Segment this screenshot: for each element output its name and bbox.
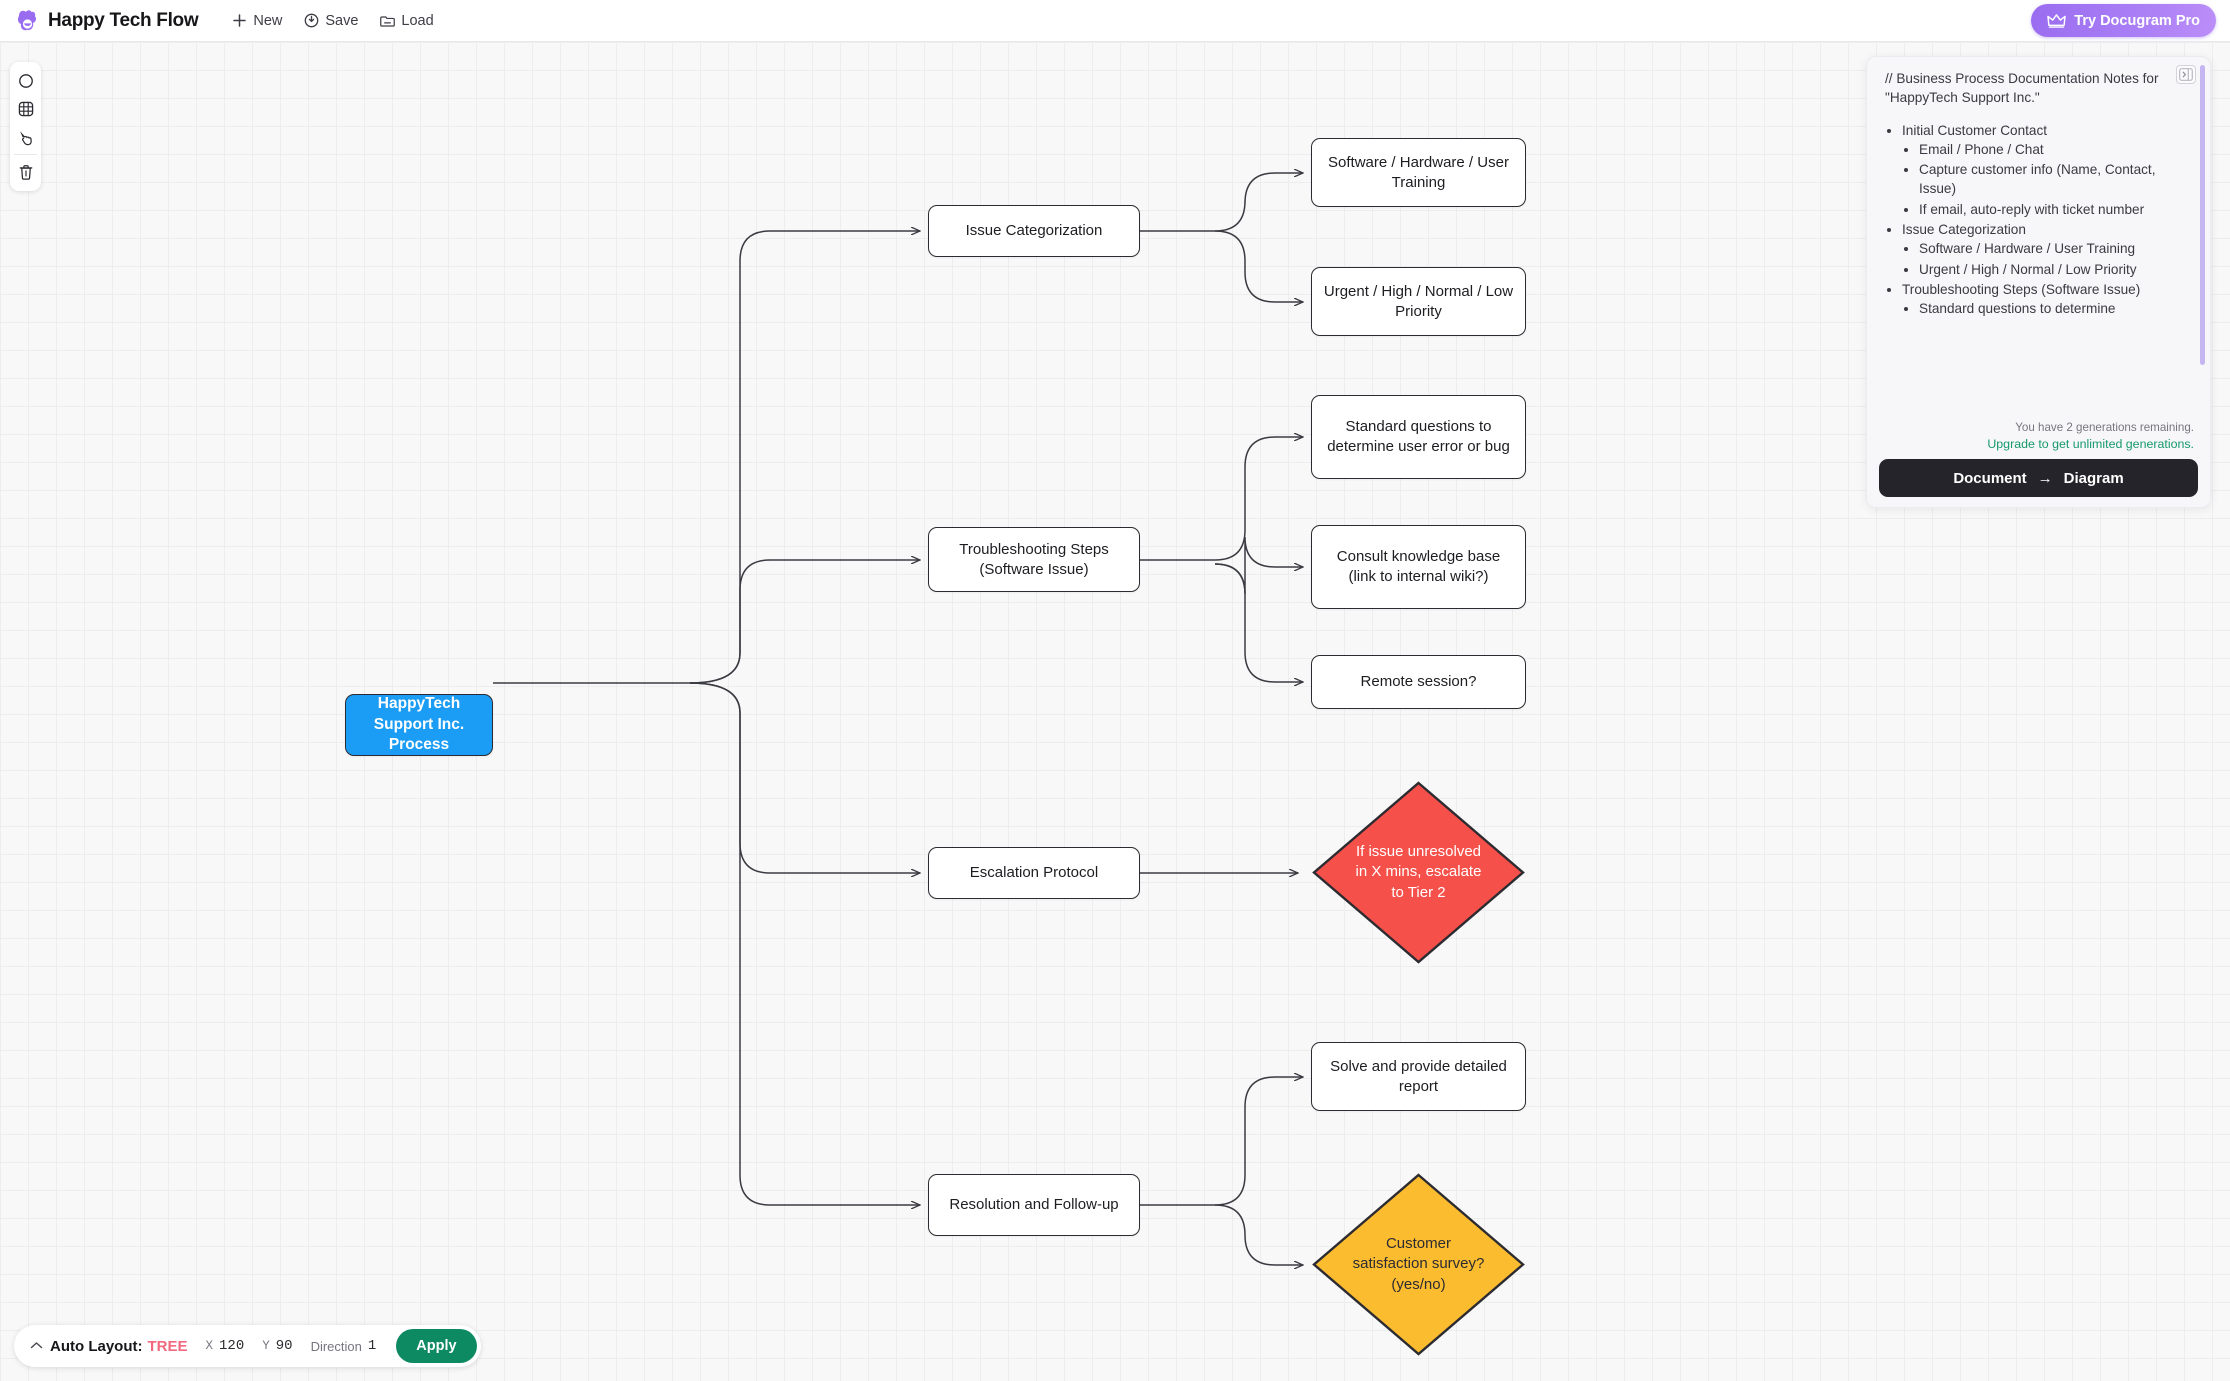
node-resolution-and-followup[interactable]: Resolution and Follow-up [928,1174,1140,1236]
auto-layout-mode[interactable]: TREE [147,1337,188,1355]
auto-layout-bar: Auto Layout: TREE X 120 Y 90 Direction 1… [14,1325,481,1367]
auto-layout-label: Auto Layout: [50,1337,143,1355]
folder-icon [380,16,396,27]
save-disc-icon [305,13,319,28]
try-docugram-pro-button[interactable]: Try Docugram Pro [2031,4,2216,37]
outline-label: Initial Customer Contact [1902,122,2048,138]
direction-value: 1 [367,1338,377,1354]
outline-subitem: Software / Hardware / User Training [1919,239,2184,258]
hand-pointer-icon [20,130,32,145]
pointer-tool[interactable] [10,123,41,151]
pro-button-label: Try Docugram Pro [2074,12,2200,29]
outline-subitem: Capture customer info (Name, Contact, Is… [1919,160,2184,199]
x-key-label: X [205,1339,214,1353]
node-issue-categorization[interactable]: Issue Categorization [928,205,1140,257]
page-title: Happy Tech Flow [48,9,199,31]
y-value: 90 [275,1338,293,1354]
node-consult-knowledge-base[interactable]: Consult knowledge base (link to internal… [1311,525,1526,609]
document-notes-panel: // Business Process Documentation Notes … [1866,56,2211,508]
tool-divider [14,154,37,155]
save-button[interactable]: Save [304,13,358,29]
document-to-diagram-button[interactable]: Document → Diagram [1879,459,2198,497]
new-button[interactable]: New [232,13,282,29]
crown-icon [2047,13,2067,28]
chevron-up-icon[interactable] [30,1339,43,1353]
outline-subitem: Urgent / High / Normal / Low Priority [1919,260,2184,279]
document-panel-scrollbar[interactable] [2200,65,2205,365]
document-notes-scroll[interactable]: // Business Process Documentation Notes … [1867,57,2210,423]
edge-layer [493,42,2230,1381]
grid-tool[interactable] [10,95,41,123]
diamond-shape-yellow [1312,1173,1525,1356]
node-solve-and-provide-report[interactable]: Solve and provide detailed report [1311,1042,1526,1111]
panel-collapse-right-icon [2179,68,2193,81]
outline-sublist: Software / Hardware / User Training Urge… [1919,239,2184,279]
node-escalation-protocol[interactable]: Escalation Protocol [928,847,1140,899]
delete-tool[interactable] [10,158,41,186]
outline-label: Issue Categorization [1902,222,2026,238]
node-customer-satisfaction-survey[interactable]: Customer satisfaction survey? (yes/no) [1311,1172,1526,1357]
document-panel-footer: You have 2 generations remaining. Upgrad… [1867,421,2210,507]
grid-icon [18,101,33,117]
circle-shape-tool[interactable] [10,67,41,95]
new-label: New [253,12,283,29]
node-troubleshooting-steps[interactable]: Troubleshooting Steps (Software Issue) [928,527,1140,592]
outline-subitem: Standard questions to determine [1919,299,2184,318]
trash-icon [19,164,32,180]
node-root[interactable]: HappyTech Support Inc. Process [345,694,493,756]
outline-sublist: Standard questions to determine [1919,299,2184,318]
apply-button[interactable]: Apply [396,1329,477,1363]
node-escalate-tier-2[interactable]: If issue unresolved in X mins, escalate … [1311,780,1526,965]
app-header: Happy Tech Flow New Save Load Try Docugr… [0,0,2230,42]
outline-subitem: Email / Phone / Chat [1919,140,2184,159]
happy-blob-logo-icon [17,9,37,30]
convert-from-label: Document [1953,469,2027,487]
upgrade-link[interactable]: Upgrade to get unlimited generations. [1987,437,2194,451]
load-button[interactable]: Load [380,12,434,29]
diamond-shape-red [1312,781,1525,964]
direction-key-label: Direction [310,1338,362,1354]
flow-canvas[interactable]: HappyTech Support Inc. Process Issue Cat… [0,42,2230,1381]
generations-remaining-text: You have 2 generations remaining. [2015,421,2194,434]
outline-item: Initial Customer Contact Email / Phone /… [1902,121,2184,219]
auto-layout-x-field[interactable]: X 120 [206,1338,245,1354]
document-outline: Initial Customer Contact Email / Phone /… [1902,121,2184,319]
circle-icon [18,74,33,88]
outline-label: Troubleshooting Steps (Software Issue) [1902,281,2141,297]
convert-to-label: Diagram [2063,469,2124,487]
outline-item: Issue Categorization Software / Hardware… [1902,220,2184,279]
outline-subitem: If email, auto-reply with ticket number [1919,200,2184,219]
x-value: 120 [219,1338,245,1354]
outline-sublist: Email / Phone / Chat Capture customer in… [1919,140,2184,219]
plus-icon [233,14,247,27]
arrow-right-icon: → [2037,469,2053,487]
node-label: If issue unresolved in X mins, escalate … [1355,843,1482,901]
node-label: Customer satisfaction survey? (yes/no) [1352,1235,1485,1293]
auto-layout-direction-field[interactable]: Direction 1 [311,1338,377,1354]
load-label: Load [401,12,434,29]
node-remote-session[interactable]: Remote session? [1311,655,1526,709]
save-label: Save [325,12,359,29]
panel-collapse-button[interactable] [2176,65,2196,84]
node-priority-levels[interactable]: Urgent / High / Normal / Low Priority [1311,267,1526,336]
y-key-label: Y [262,1339,270,1353]
auto-layout-y-field[interactable]: Y 90 [262,1338,292,1354]
outline-item: Troubleshooting Steps (Software Issue) S… [1902,280,2184,319]
chevron-up-glyph [30,1342,43,1349]
tool-rail [10,62,41,191]
document-notes-heading: // Business Process Documentation Notes … [1885,71,2159,106]
node-software-hardware-user-training[interactable]: Software / Hardware / User Training [1311,138,1526,207]
node-standard-questions[interactable]: Standard questions to determine user err… [1311,395,1526,479]
